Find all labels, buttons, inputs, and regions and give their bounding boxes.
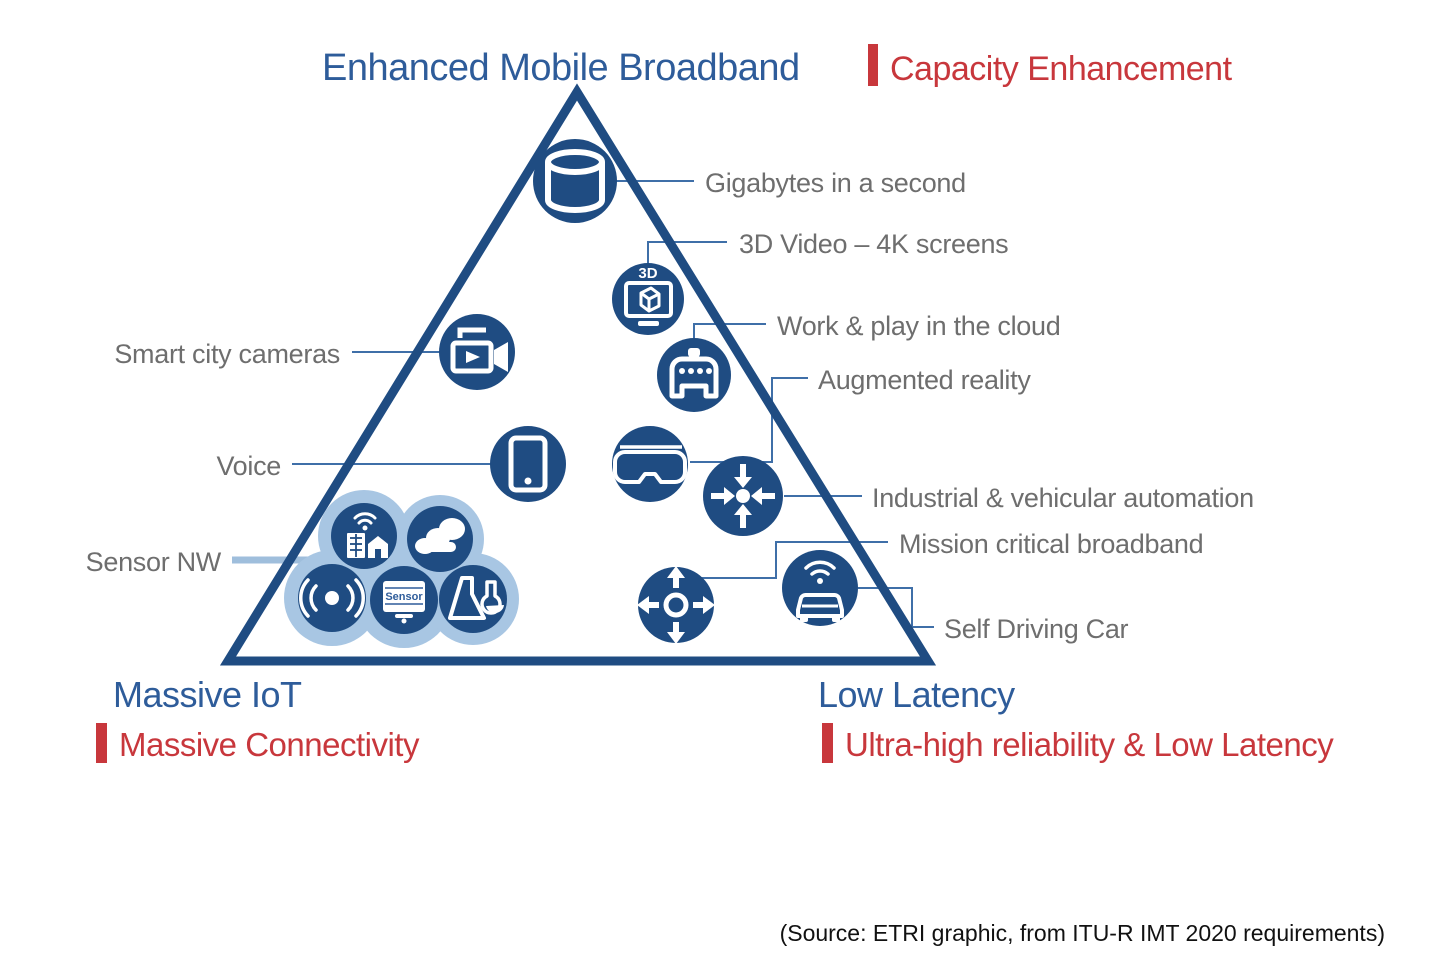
smart-building-wifi-icon — [331, 503, 397, 569]
header-accent-tick — [868, 44, 878, 86]
corner-title-low-latency: Low Latency — [818, 674, 1015, 715]
inward-arrows-icon — [703, 456, 783, 536]
callout-label-mission: Mission critical broadband — [899, 529, 1203, 559]
sensor-panel-icon: Sensor — [370, 566, 438, 634]
source-caption: (Source: ETRI graphic, from ITU-R IMT 20… — [780, 920, 1385, 946]
sensor-panel-text: Sensor — [385, 591, 423, 603]
signal-broadcast-icon — [298, 564, 366, 632]
leader-mission — [676, 541, 888, 579]
callout-label-cameras: Smart city cameras — [114, 339, 340, 369]
callout-label-industrial: Industrial & vehicular automation — [872, 483, 1254, 513]
weather-cloud-icon — [407, 506, 473, 572]
low-latency-accent-tick — [822, 723, 833, 763]
callout-label-selfdrive: Self Driving Car — [944, 614, 1129, 644]
corner-accent-massive-connectivity: Massive Connectivity — [119, 726, 420, 763]
callout-label-voice: Voice — [216, 451, 281, 481]
monitor-3d-text: 3D — [638, 265, 657, 282]
data-cylinder-icon — [533, 139, 617, 223]
triangle-outline — [219, 83, 937, 666]
leader-3dvideo — [647, 241, 727, 265]
callout-label-ar: Augmented reality — [818, 365, 1031, 395]
callout-label-cloudplay: Work & play in the cloud — [777, 311, 1060, 341]
callout-label-3dvideo: 3D Video – 4K screens — [739, 229, 1008, 259]
smartphone-icon — [490, 426, 566, 502]
callout-label-gigabytes: Gigabytes in a second — [705, 168, 966, 198]
connected-car-icon — [782, 550, 858, 626]
page-title: Enhanced Mobile Broadband — [322, 47, 800, 89]
3d-monitor-icon: 3D — [612, 263, 684, 335]
callout-label-sensornw: Sensor NW — [86, 547, 222, 577]
massive-iot-accent-tick — [96, 723, 107, 763]
header-accent-label: Capacity Enhancement — [890, 50, 1233, 88]
vr-goggles-icon — [612, 426, 688, 502]
outward-arrows-icon — [637, 566, 715, 644]
video-camera-icon — [439, 314, 515, 390]
gamepad-icon — [657, 338, 731, 412]
corner-accent-ultra-reliability: Ultra-high reliability & Low Latency — [845, 726, 1334, 763]
lab-flask-icon — [439, 565, 507, 633]
corner-title-massive-iot: Massive IoT — [113, 674, 302, 715]
